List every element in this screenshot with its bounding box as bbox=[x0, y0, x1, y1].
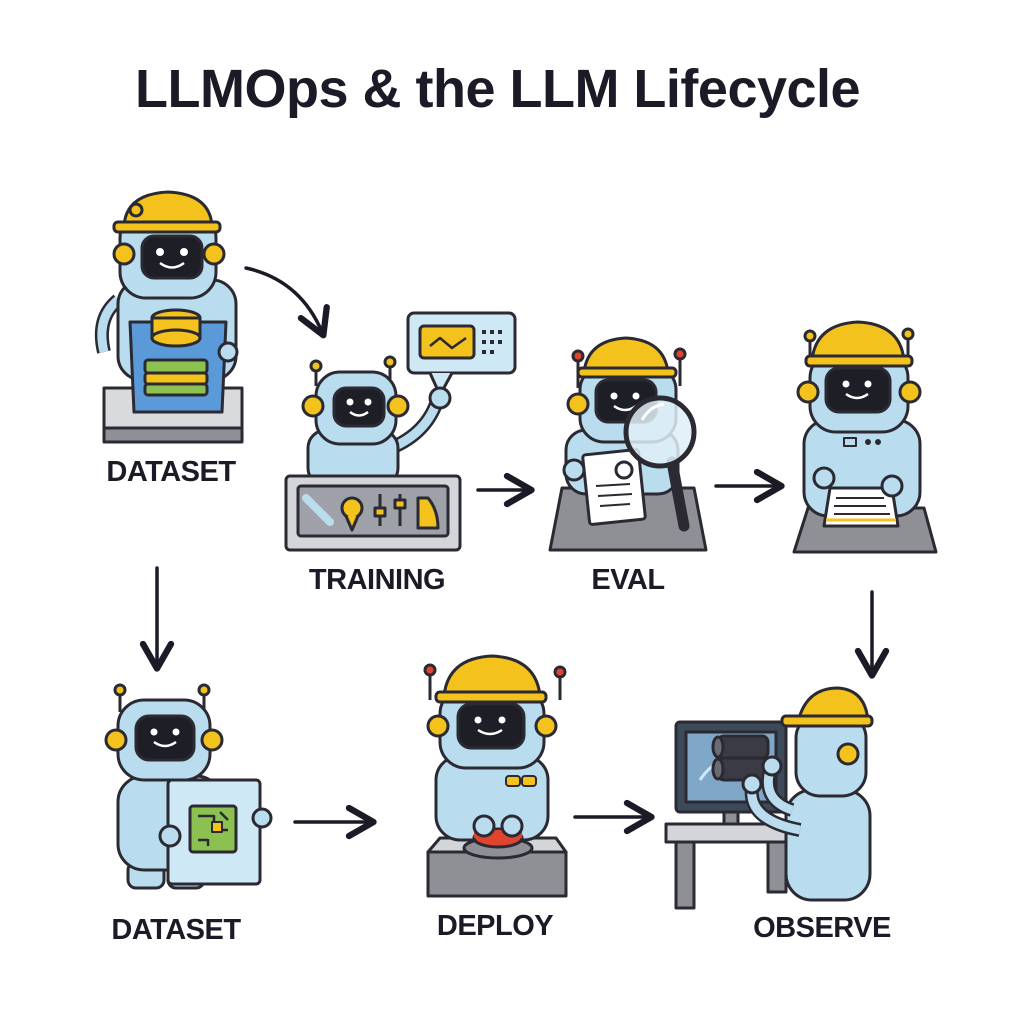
stage-label-observe: OBSERVE bbox=[753, 912, 891, 944]
stage-label-dataset-bottom: DATASET bbox=[111, 914, 241, 946]
wrench-icon bbox=[302, 494, 334, 526]
stage-deploy bbox=[423, 654, 568, 898]
stage-label-deploy: DEPLOY bbox=[436, 910, 554, 942]
stage-dataset-top bbox=[94, 190, 244, 444]
stage-training bbox=[284, 311, 517, 552]
hard-hat-icon bbox=[810, 320, 906, 362]
hard-hat-icon bbox=[442, 654, 542, 698]
magnifier-icon bbox=[623, 395, 697, 469]
ear-icon bbox=[112, 242, 136, 266]
arrow-dataset-to-training bbox=[244, 266, 330, 339]
stage-observe bbox=[664, 686, 874, 910]
stage-dataset-bottom bbox=[104, 683, 273, 890]
diagram-title: LLMOps & the LLM Lifecycle bbox=[135, 59, 861, 119]
hard-hat-icon bbox=[796, 686, 870, 724]
binoculars-icon bbox=[716, 734, 770, 760]
ear-icon bbox=[202, 242, 226, 266]
stage-label-eval: EVAL bbox=[591, 564, 665, 596]
hard-hat-icon bbox=[582, 336, 670, 374]
stage-label-training: TRAINING bbox=[308, 564, 446, 596]
report-document-icon bbox=[581, 448, 647, 526]
stage-review bbox=[792, 320, 938, 554]
face-screen bbox=[140, 234, 204, 280]
stage-eval bbox=[548, 336, 708, 552]
gear-icon bbox=[340, 496, 364, 520]
stage-label-dataset-top: DATASET bbox=[106, 456, 236, 488]
